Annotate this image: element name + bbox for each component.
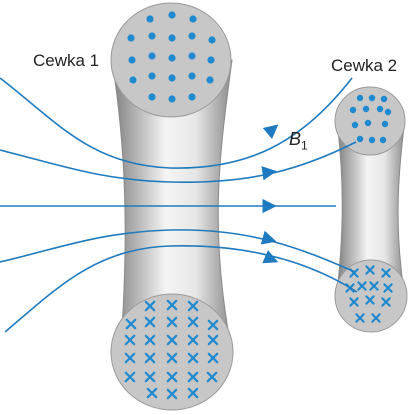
cross-icon: [365, 295, 375, 305]
dot-icon: [188, 72, 196, 80]
field-symbol: B: [289, 129, 302, 149]
dot-icon: [146, 15, 154, 23]
cross-icon: [187, 352, 199, 364]
field-arrow-5: [262, 249, 279, 264]
cross-icon: [144, 316, 156, 328]
cross-icon: [357, 281, 367, 291]
cross-icon: [144, 334, 156, 346]
dot-icon: [168, 74, 176, 82]
dot-icon: [364, 119, 372, 127]
coil-2-bottom-face: [334, 259, 408, 333]
cross-icon: [166, 352, 178, 364]
cross-icon: [187, 371, 199, 383]
dot-icon: [127, 34, 135, 42]
dot-icon: [380, 95, 388, 103]
dot-icon: [148, 52, 156, 60]
cross-icon: [187, 316, 199, 328]
cross-icon: [144, 371, 156, 383]
dot-icon: [208, 36, 216, 44]
cross-icon: [207, 319, 219, 331]
cross-icon: [381, 268, 391, 278]
dot-icon: [128, 56, 136, 64]
cross-icon: [365, 265, 375, 275]
dot-icon: [188, 93, 196, 101]
field-arrow-4: [260, 230, 277, 245]
coil-1: [110, 2, 234, 411]
field-line-2: [0, 141, 357, 183]
dot-icon: [129, 76, 137, 84]
cross-icon: [187, 334, 199, 346]
dot-icon: [356, 135, 364, 143]
cross-icon: [125, 318, 137, 330]
cross-icon: [144, 300, 156, 312]
dot-icon: [189, 15, 197, 23]
dot-icon: [349, 106, 357, 114]
cross-icon: [349, 297, 359, 307]
dot-icon: [148, 32, 156, 40]
dot-icon: [368, 136, 376, 144]
cross-icon: [166, 299, 178, 311]
coil-1-label: Cewka 1: [33, 51, 100, 70]
cross-icon: [124, 334, 136, 346]
cross-icon: [124, 352, 136, 364]
dot-icon: [148, 72, 156, 80]
cross-icon: [206, 371, 218, 383]
coil-2: [334, 86, 408, 333]
dot-icon: [376, 105, 384, 113]
cross-icon: [144, 352, 156, 364]
cross-icon: [146, 387, 158, 399]
cross-icon: [124, 371, 136, 383]
field-arrow-2: [261, 166, 277, 181]
cross-icon: [383, 283, 393, 293]
dot-icon: [362, 105, 370, 113]
cross-icon: [369, 281, 379, 291]
dot-icon: [168, 11, 176, 19]
dot-icon: [148, 93, 156, 101]
dot-icon: [168, 54, 176, 62]
coil-2-current-dots: [349, 94, 392, 144]
cross-icon: [207, 334, 219, 346]
coil-2-label: Cewka 2: [331, 56, 398, 75]
dot-icon: [356, 94, 364, 102]
cross-icon: [187, 300, 199, 312]
dot-icon: [368, 94, 376, 102]
dot-icon: [207, 56, 215, 64]
field-line-4: [0, 229, 356, 273]
coil-1-bottom-face: [110, 293, 234, 411]
dot-icon: [168, 34, 176, 42]
cross-icon: [166, 334, 178, 346]
field-lines: [0, 77, 358, 333]
dot-icon: [206, 76, 214, 84]
field-line-5: [4, 245, 358, 333]
cross-icon: [166, 388, 178, 400]
coil-1-current-crosses: [124, 299, 219, 400]
cross-icon: [166, 371, 178, 383]
cross-icon: [187, 387, 199, 399]
dot-icon: [188, 52, 196, 60]
field-line-1: [0, 77, 353, 169]
dot-icon: [188, 32, 196, 40]
field-arrow-1: [262, 124, 279, 140]
coil-1-current-dots: [127, 11, 216, 103]
cross-icon: [371, 313, 381, 323]
dot-icon: [351, 121, 359, 129]
dot-icon: [384, 108, 392, 116]
cross-icon: [207, 352, 219, 364]
cross-icon: [381, 297, 391, 307]
cross-icon: [355, 313, 365, 323]
field-b1-label: B1: [289, 129, 308, 153]
field-subscript: 1: [301, 138, 308, 153]
dot-icon: [381, 120, 389, 128]
dot-icon: [379, 136, 387, 144]
cross-icon: [166, 316, 178, 328]
dot-icon: [168, 95, 176, 103]
